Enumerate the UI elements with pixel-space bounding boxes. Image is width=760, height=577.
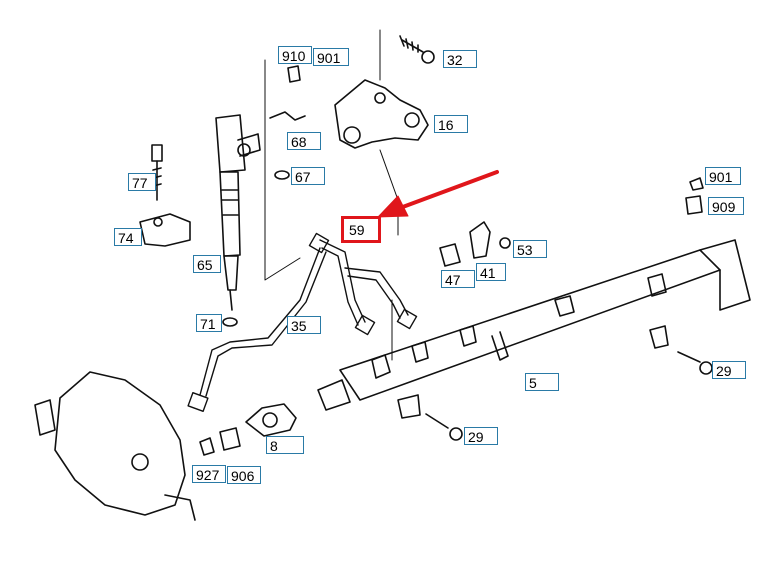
bolt-32-shape xyxy=(399,35,435,64)
part-label-71[interactable]: 71 xyxy=(196,314,222,332)
part-label-901-sensor[interactable]: 901 xyxy=(705,167,741,185)
clamp-41-47-53-shape xyxy=(439,221,511,267)
part-label-77[interactable]: 77 xyxy=(128,173,156,191)
part-label-909[interactable]: 909 xyxy=(708,197,744,215)
part-label-47[interactable]: 47 xyxy=(441,270,475,288)
part-label-8[interactable]: 8 xyxy=(266,436,304,454)
injector-65-shape xyxy=(215,114,261,311)
sensor-8-shape xyxy=(245,403,297,437)
highlight-arrow xyxy=(377,170,499,218)
part-label-910[interactable]: 910 xyxy=(278,46,312,64)
part-label-68[interactable]: 68 xyxy=(287,132,321,150)
pressure-line-35-shape xyxy=(187,232,418,413)
part-label-29-right[interactable]: 29 xyxy=(712,361,746,379)
washer-71-shape xyxy=(222,317,238,327)
part-label-53[interactable]: 53 xyxy=(513,240,547,258)
part-label-67[interactable]: 67 xyxy=(291,167,325,185)
part-label-906[interactable]: 906 xyxy=(227,466,261,484)
clamp-74-shape xyxy=(139,213,191,247)
high-pressure-pump-shape xyxy=(34,371,196,521)
part-label-65[interactable]: 65 xyxy=(193,255,221,273)
bolt-77-shape xyxy=(151,144,163,201)
part-label-41[interactable]: 41 xyxy=(476,263,506,281)
highlight-box-59 xyxy=(341,216,381,243)
rail-sensor-shape xyxy=(685,177,704,215)
part-label-35[interactable]: 35 xyxy=(287,316,321,334)
guide-lines xyxy=(264,29,399,361)
connector-927-906-shape xyxy=(199,427,241,456)
part-label-29-lower[interactable]: 29 xyxy=(464,427,498,445)
part-label-16[interactable]: 16 xyxy=(434,115,468,133)
part-label-5[interactable]: 5 xyxy=(525,373,559,391)
clip-parts-shape xyxy=(269,65,306,180)
part-label-927[interactable]: 927 xyxy=(192,465,226,483)
part-label-74[interactable]: 74 xyxy=(114,228,142,246)
bracket-16-shape xyxy=(334,79,429,149)
part-label-901[interactable]: 901 xyxy=(313,48,349,66)
part-label-32[interactable]: 32 xyxy=(443,50,477,68)
fuel-rail-5-shape xyxy=(317,239,751,419)
part-label-59[interactable]: 59 xyxy=(345,220,379,238)
